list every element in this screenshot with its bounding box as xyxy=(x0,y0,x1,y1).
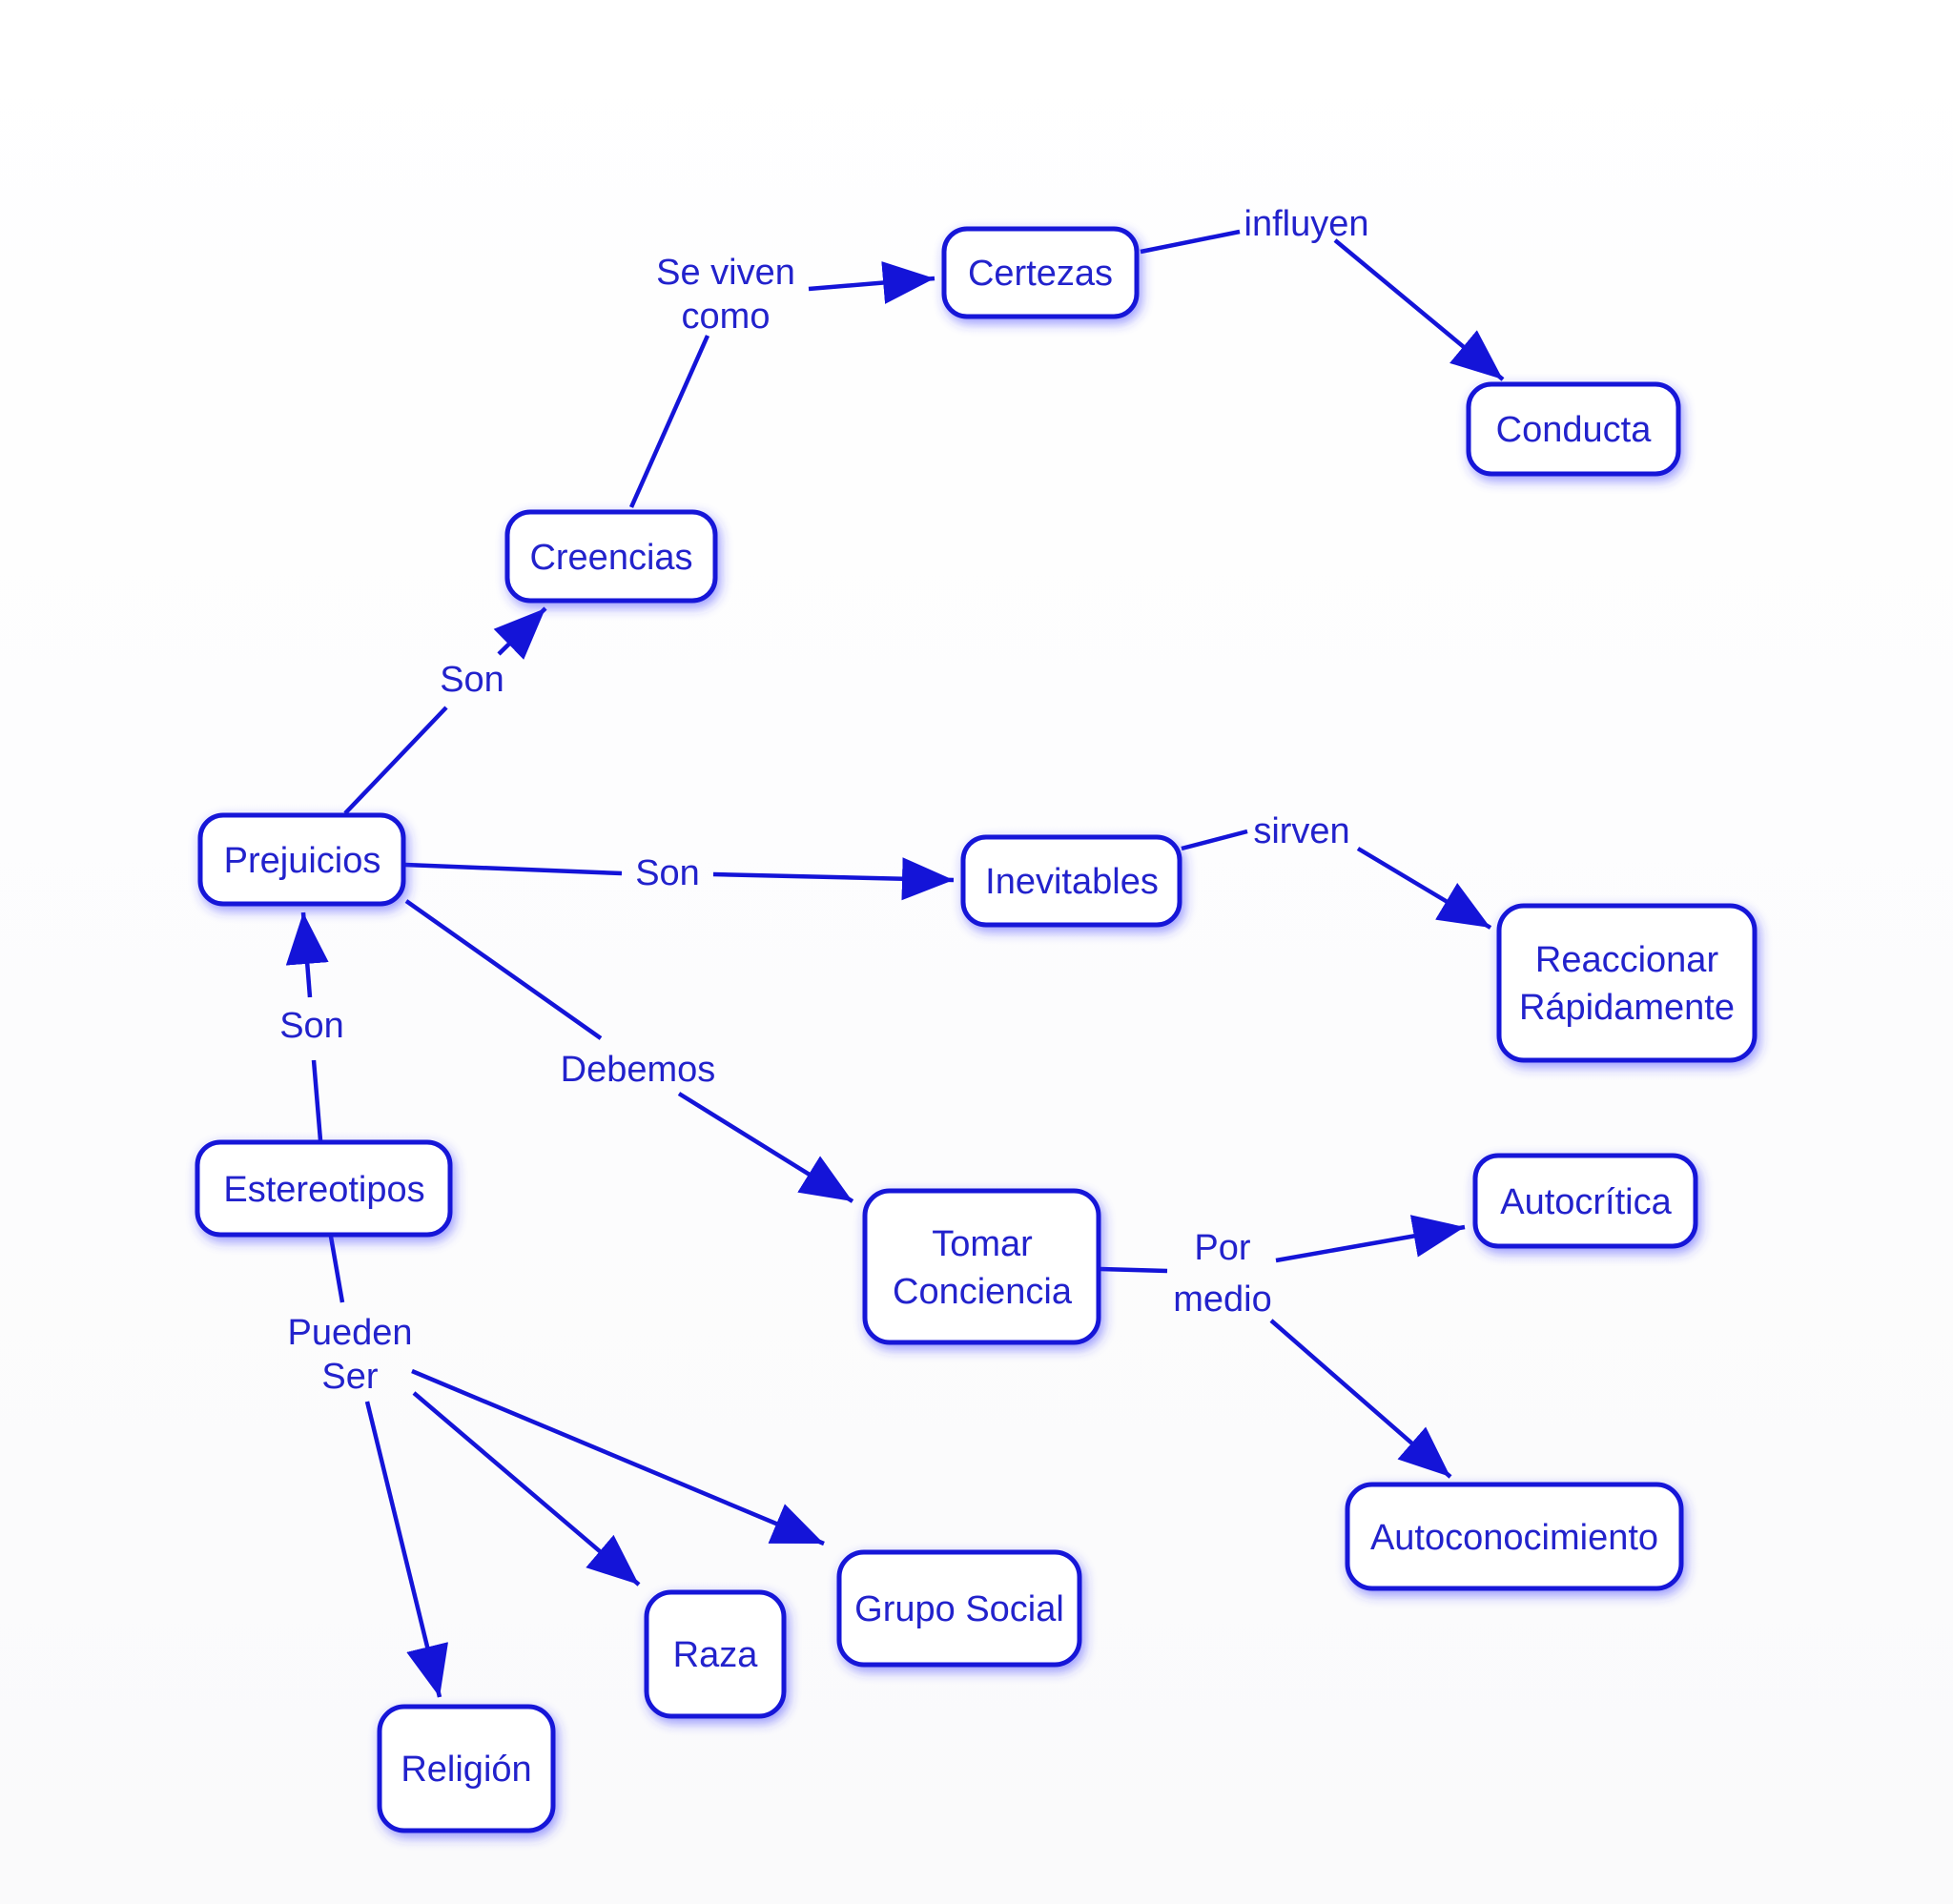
arrow-por-medio-to-autoconocimiento xyxy=(1269,1319,1452,1479)
edge-label-se-viven-line2[interactable]: como xyxy=(682,297,771,337)
node-tomar-conciencia-label-line2: Conciencia xyxy=(893,1272,1073,1312)
node-prejuicios-box[interactable] xyxy=(197,812,406,907)
node-inevitables[interactable]: Inevitables xyxy=(960,834,1182,928)
node-creencias-label: Creencias xyxy=(529,538,692,578)
edge-label-debemos[interactable]: Debemos xyxy=(561,1050,716,1090)
edge-certezas-to-influyen xyxy=(1140,229,1241,255)
node-conducta-label: Conducta xyxy=(1496,410,1653,450)
node-reaccionar-rapidamente-box[interactable] xyxy=(1496,903,1758,1063)
arrow-influyen-to-conducta xyxy=(1333,238,1505,381)
node-reaccionar-rapidamente-label-line2: Rápidamente xyxy=(1519,988,1735,1028)
node-certezas-box[interactable] xyxy=(941,226,1140,319)
node-raza-label: Raza xyxy=(673,1635,759,1675)
node-certezas-label: Certezas xyxy=(968,254,1113,294)
node-creencias-box[interactable] xyxy=(504,509,718,604)
node-tomar-conciencia[interactable]: Tomar Conciencia xyxy=(862,1188,1101,1345)
node-estereotipos[interactable]: Estereotipos xyxy=(195,1139,453,1238)
edge-prejuicios-to-son-inevitables xyxy=(404,862,623,876)
edge-prejuicios-to-debemos xyxy=(404,899,603,1040)
arrow-son-to-inevitables xyxy=(712,857,955,901)
node-grupo-social[interactable]: Grupo Social xyxy=(836,1549,1082,1668)
node-autoconocimiento[interactable]: Autoconocimiento xyxy=(1345,1482,1684,1591)
node-conducta-box[interactable] xyxy=(1466,381,1681,477)
edge-tomar-to-por-medio xyxy=(1100,1266,1168,1274)
edge-inevitables-to-sirven xyxy=(1181,829,1248,851)
node-creencias[interactable]: Creencias xyxy=(504,509,718,604)
node-inevitables-label: Inevitables xyxy=(985,862,1159,902)
edge-label-son-creencias[interactable]: Son xyxy=(440,660,504,700)
edge-label-pueden-ser-line2[interactable]: Ser xyxy=(321,1357,378,1397)
node-religion-label: Religión xyxy=(401,1750,531,1790)
edge-prejuicios-to-son-creencias xyxy=(343,706,448,815)
edge-label-pueden-ser-line1[interactable]: Pueden xyxy=(287,1313,412,1353)
edge-son-to-estereotipos xyxy=(311,1059,323,1141)
arrow-debemos-to-tomar-conciencia xyxy=(677,1092,854,1203)
node-conducta[interactable]: Conducta xyxy=(1466,381,1681,477)
node-certezas[interactable]: Certezas xyxy=(941,226,1140,319)
arrow-son-to-prejuicios xyxy=(285,911,329,998)
arrow-se-viven-to-certezas xyxy=(808,261,935,304)
node-religion[interactable]: Religión xyxy=(377,1704,556,1833)
node-autoconocimiento-label: Autoconocimiento xyxy=(1370,1518,1658,1558)
edge-labels: Se viven como influyen Son Son sirven So… xyxy=(279,204,1368,1397)
edge-label-son-estereotipos[interactable]: Son xyxy=(279,1006,344,1046)
nodes: Certezas Conducta Creencias Prejuicios I… xyxy=(195,226,1758,1833)
node-reaccionar-rapidamente[interactable]: Reaccionar Rápidamente xyxy=(1496,903,1758,1063)
node-prejuicios-label: Prejuicios xyxy=(224,841,381,881)
edge-label-por-medio-line2[interactable]: medio xyxy=(1173,1280,1272,1320)
node-prejuicios[interactable]: Prejuicios xyxy=(197,812,406,907)
arrow-pueden-ser-to-raza xyxy=(412,1391,641,1587)
arrow-pueden-ser-to-religion xyxy=(364,1401,448,1698)
node-autocritica-label: Autocrítica xyxy=(1500,1182,1672,1222)
node-autocritica-box[interactable] xyxy=(1472,1153,1698,1249)
edge-como-to-creencias xyxy=(628,335,710,508)
edges xyxy=(285,229,1505,1698)
node-raza[interactable]: Raza xyxy=(644,1589,787,1719)
edge-label-influyen[interactable]: influyen xyxy=(1244,204,1369,244)
edge-label-son-inevitables[interactable]: Son xyxy=(635,853,700,893)
node-religion-box[interactable] xyxy=(377,1704,556,1833)
node-reaccionar-rapidamente-label-line1: Reaccionar xyxy=(1535,940,1719,980)
node-raza-box[interactable] xyxy=(644,1589,787,1719)
edge-label-sirven[interactable]: sirven xyxy=(1253,811,1349,851)
node-grupo-social-box[interactable] xyxy=(836,1549,1082,1668)
edge-label-por-medio-line1[interactable]: Por xyxy=(1194,1228,1250,1268)
node-tomar-conciencia-box[interactable] xyxy=(862,1188,1101,1345)
node-estereotipos-label: Estereotipos xyxy=(223,1170,424,1210)
node-grupo-social-label: Grupo Social xyxy=(854,1589,1064,1629)
arrow-son-to-creencias xyxy=(493,606,547,660)
node-estereotipos-box[interactable] xyxy=(195,1139,453,1238)
arrow-sirven-to-reaccionar xyxy=(1356,847,1492,930)
node-autocritica[interactable]: Autocrítica xyxy=(1472,1153,1698,1249)
node-inevitables-box[interactable] xyxy=(960,834,1182,928)
edge-label-se-viven-line1[interactable]: Se viven xyxy=(656,253,795,293)
node-tomar-conciencia-label-line1: Tomar xyxy=(932,1224,1033,1264)
node-autoconocimiento-box[interactable] xyxy=(1345,1482,1684,1591)
edge-estereotipos-to-pueden-ser xyxy=(328,1236,345,1303)
arrow-por-medio-to-autocritica xyxy=(1275,1215,1466,1263)
arrow-pueden-ser-to-grupo-social xyxy=(411,1368,825,1546)
